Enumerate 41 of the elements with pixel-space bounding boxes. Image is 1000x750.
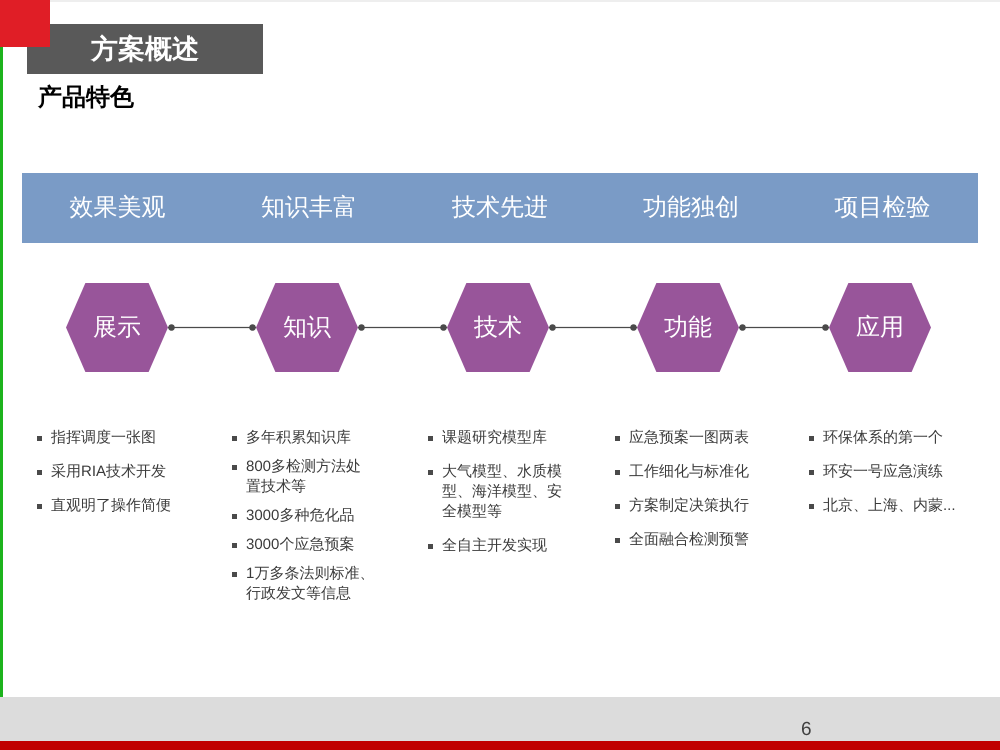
hexagon-label: 知识 xyxy=(283,312,331,342)
heading-band xyxy=(22,173,978,243)
title-banner: 方案概述 xyxy=(27,24,263,74)
bullet-text: 采用RIA技术开发 xyxy=(51,462,168,482)
hexagon-node xyxy=(637,283,739,372)
hexagon-node xyxy=(66,283,168,372)
bullet-text: 直观明了操作简便 xyxy=(51,496,172,516)
bullet-text: 多年积累知识库 xyxy=(246,428,352,448)
hexagon-node xyxy=(447,283,549,372)
bullet-text: 3000个应急预案 xyxy=(246,535,356,555)
connector-line xyxy=(168,324,256,331)
bullet-text: 环安一号应急演练 xyxy=(823,462,944,482)
bullet-text: 环保体系的第一个 xyxy=(823,428,944,448)
connector-line xyxy=(739,324,829,331)
hexagon-node xyxy=(829,283,931,372)
bullet-text: 800多检测方法处置技术等 xyxy=(246,457,362,497)
column-heading: 知识丰富 xyxy=(260,193,357,223)
column-heading: 技术先进 xyxy=(452,193,548,223)
hexagon-label: 技术 xyxy=(474,312,522,342)
bullet-text: 全自主开发实现 xyxy=(442,536,548,556)
column-heading: 效果美观 xyxy=(70,193,166,223)
column-heading: 项目检验 xyxy=(834,193,930,223)
bullet-text: 1万多条法则标准、行政发文等信息 xyxy=(246,564,375,604)
bullet-text: 大气模型、水质模型、海洋模型、安全模型等 xyxy=(442,462,563,522)
connector-line xyxy=(358,324,447,331)
hexagon-label: 展示 xyxy=(93,312,141,342)
section-subtitle: 产品特色 xyxy=(38,83,134,113)
bullet-text: 全面融合检测预警 xyxy=(629,530,750,550)
bullet-text: 北京、上海、内蒙... xyxy=(823,496,957,516)
hexagon-label: 应用 xyxy=(856,312,904,342)
bullet-text: 指挥调度一张图 xyxy=(51,428,157,448)
hexagon-node xyxy=(256,283,358,372)
bullet-text: 方案制定决策执行 xyxy=(629,496,750,516)
hexagon-label: 功能 xyxy=(664,312,712,342)
bullet-text: 3000多种危化品 xyxy=(246,506,356,526)
connector-line xyxy=(549,324,637,331)
bullet-text: 工作细化与标准化 xyxy=(629,462,750,482)
page-number: 6 xyxy=(801,719,812,741)
column-heading: 功能独创 xyxy=(643,193,740,223)
bullet-text: 应急预案一图两表 xyxy=(629,428,750,448)
bullet-text: 课题研究模型库 xyxy=(442,428,548,448)
